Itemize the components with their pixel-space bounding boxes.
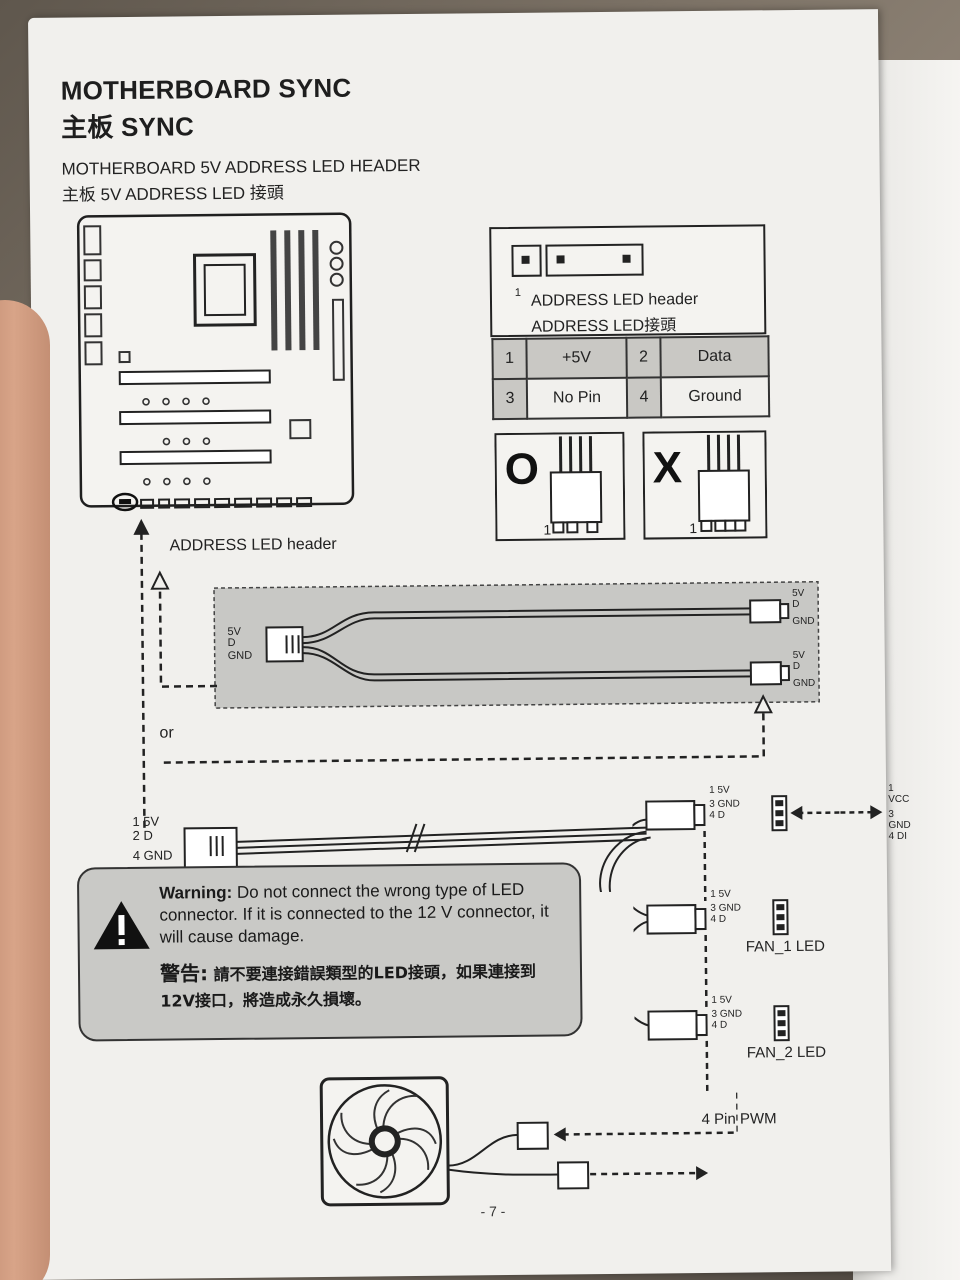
pin-label: GND <box>227 649 253 662</box>
pin-number: 2 <box>626 337 661 378</box>
wrong-plug-diagram <box>642 430 768 540</box>
pin-label: 4 D <box>711 1019 728 1031</box>
fan1-led-label: FAN_1 LED <box>745 937 826 956</box>
pin-label: 3 GND <box>888 808 911 832</box>
pin-label: GND <box>792 677 816 690</box>
pin-label: 3 GND <box>711 1008 743 1020</box>
pin-label: 5V <box>792 649 806 662</box>
header-pinout-box <box>489 224 767 338</box>
pin-label: 3 GND <box>710 902 741 914</box>
header-caption-en: ADDRESS LED header <box>530 290 699 310</box>
pin-label: 1 5V <box>709 784 730 796</box>
splitter-right-bottom-pins: 5V D GND <box>793 650 823 689</box>
pin-label: GND <box>792 615 815 628</box>
pin-label: 3 GND <box>709 798 740 810</box>
cable-left-pins: 1 5V 2 D 4 GND <box>132 814 173 863</box>
table-row: 3 No Pin 4 Ground <box>492 376 770 420</box>
fan-conn-1-pins: 1 5V 3 GND 4 D <box>709 785 740 821</box>
external-link-arrow <box>840 805 883 820</box>
pin-label: D <box>792 660 801 673</box>
correct-plug-diagram <box>494 431 626 542</box>
motherboard-diagram <box>76 212 355 512</box>
warning-text-cn: 警告: 請不要連接錯誤類型的LED接頭，如果連接到12V接口，將造成永久損壞。 <box>160 956 571 1014</box>
warning-body-cn: 請不要連接錯誤類型的LED接頭，如果連接到12V接口，將造成永久損壞。 <box>160 961 537 1011</box>
pwm-label: 4 Pin PWM <box>701 1110 777 1129</box>
warning-icon <box>93 901 150 950</box>
pinout-table: 1 +5V 2 Data 3 No Pin 4 Ground <box>491 335 770 420</box>
page-title-cn: 主板 SYNC <box>60 111 195 143</box>
pin-value: +5V <box>526 337 627 379</box>
fan-conn-2-pins: 1 5V 3 GND 4 D <box>710 889 741 925</box>
table-row: 1 +5V 2 Data <box>492 336 769 380</box>
section-title-cn: 主板 5V ADDRESS LED 接頭 <box>61 183 284 205</box>
warning-box: Warning: Do not connect the wrong type o… <box>76 862 583 1042</box>
fan-connectors-diagram <box>632 795 841 1092</box>
pin-label: 1 5V <box>711 994 732 1006</box>
pin-label: 5V <box>792 587 805 600</box>
fan-diagram <box>319 1076 739 1207</box>
warning-lead-cn: 警告: <box>159 961 209 986</box>
thumb <box>0 300 50 1280</box>
pin-value: Ground <box>660 376 770 418</box>
fan-conn-3-pins: 1 5V 3 GND 4 D <box>711 995 742 1031</box>
correct-mark: O <box>504 444 540 495</box>
header-pin1-label: 1 <box>514 286 522 299</box>
splitter-right-top-pins: 5V D GND <box>792 588 822 627</box>
or-label: or <box>159 724 174 742</box>
page-number: - 7 - <box>480 1203 506 1220</box>
header-caption-cn: ADDRESS LED接頭 <box>531 317 677 336</box>
pin-label: 4 D <box>709 809 726 821</box>
splitter-left-pins: 5V D GND <box>227 626 267 662</box>
fan2-led-label: FAN_2 LED <box>746 1043 827 1062</box>
warning-text-en: Warning: Do not connect the wrong type o… <box>159 878 570 948</box>
pin-label: 2 D <box>132 827 153 843</box>
warning-lead-en: Warning: <box>159 882 233 903</box>
section-title-en: MOTHERBOARD 5V ADDRESS LED HEADER <box>61 155 421 179</box>
page-title-en: MOTHERBOARD SYNC <box>60 72 352 106</box>
manual-page: MOTHERBOARD SYNC 主板 SYNC MOTHERBOARD 5V … <box>28 9 911 1280</box>
wrong-mark: X <box>652 443 683 493</box>
pin-label: 4 D <box>710 913 727 925</box>
pin-number: 3 <box>492 378 528 420</box>
pin-label: 1 VCC <box>888 782 910 806</box>
pin-label: 4 GND <box>132 847 173 863</box>
pin-value: No Pin <box>526 377 628 419</box>
pin-label: 4 DI <box>888 830 908 843</box>
splitter-cable-diagram <box>133 518 820 898</box>
pin-number: 4 <box>626 377 662 418</box>
external-pins: 1 VCC 3 GND 4 DI <box>888 783 911 842</box>
pin-label: D <box>227 636 236 649</box>
pin-number: 1 <box>492 338 527 380</box>
pin-label: D <box>792 598 800 611</box>
pin-label: 1 5V <box>710 888 731 900</box>
pin-value: Data <box>660 336 769 378</box>
